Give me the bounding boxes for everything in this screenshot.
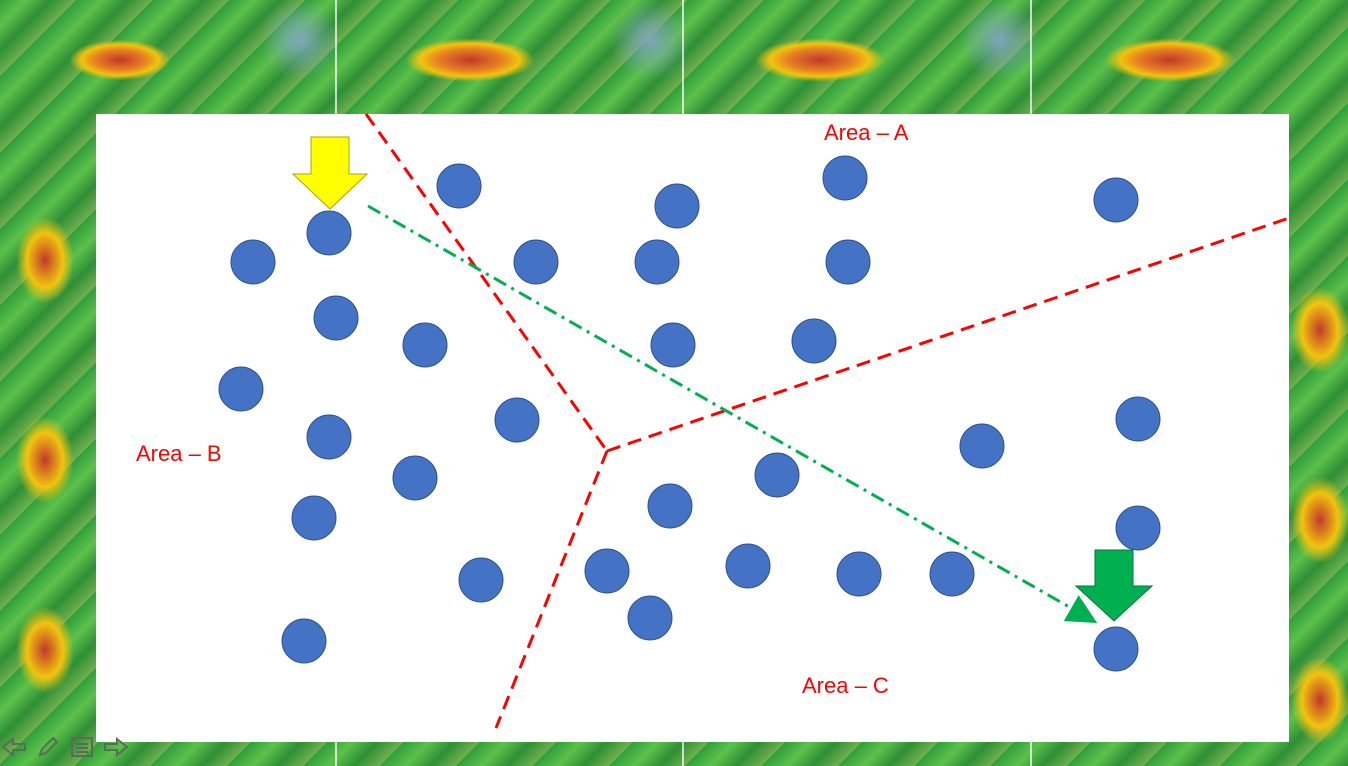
area-c-label: Area – C bbox=[802, 673, 889, 698]
location-dot bbox=[392, 455, 438, 501]
boundary-line-ab bbox=[364, 113, 609, 452]
route-line bbox=[367, 204, 1098, 623]
location-dot bbox=[822, 155, 868, 201]
area-b-label: Area – B bbox=[136, 441, 222, 466]
pen-icon[interactable] bbox=[34, 733, 62, 761]
location-dot bbox=[754, 452, 800, 498]
location-dot bbox=[654, 183, 700, 229]
location-dot bbox=[1093, 626, 1139, 672]
end-arrow-icon bbox=[1074, 549, 1154, 622]
location-dot bbox=[1115, 505, 1161, 551]
location-dot bbox=[929, 551, 975, 597]
location-dot bbox=[281, 618, 327, 664]
location-dot bbox=[1115, 396, 1161, 442]
location-dot bbox=[634, 239, 680, 285]
location-dot bbox=[725, 543, 771, 589]
location-dot bbox=[313, 295, 359, 341]
menu-icon[interactable] bbox=[68, 733, 96, 761]
location-dot bbox=[230, 239, 276, 285]
area-a-label: Area – A bbox=[824, 120, 909, 145]
slideshow-controls bbox=[0, 730, 130, 764]
location-dot bbox=[627, 595, 673, 641]
boundary-line-ac bbox=[606, 216, 1290, 453]
previous-icon[interactable] bbox=[0, 733, 28, 761]
location-dot bbox=[306, 414, 352, 460]
location-dot bbox=[959, 423, 1005, 469]
location-dot bbox=[402, 322, 448, 368]
location-dot bbox=[647, 483, 693, 529]
location-dot bbox=[458, 557, 504, 603]
location-dot bbox=[306, 210, 352, 256]
location-dot bbox=[584, 548, 630, 594]
location-dot bbox=[791, 318, 837, 364]
location-dot bbox=[650, 322, 696, 368]
next-icon[interactable] bbox=[102, 733, 130, 761]
start-arrow-icon bbox=[291, 136, 369, 210]
location-dot bbox=[291, 495, 337, 541]
location-dot bbox=[218, 366, 264, 412]
location-dot bbox=[825, 239, 871, 285]
boundary-line-bc bbox=[494, 450, 609, 729]
location-dot bbox=[836, 551, 882, 597]
location-dot bbox=[513, 239, 559, 285]
location-dot bbox=[494, 397, 540, 443]
location-dot bbox=[1093, 177, 1139, 223]
location-dot bbox=[436, 163, 482, 209]
